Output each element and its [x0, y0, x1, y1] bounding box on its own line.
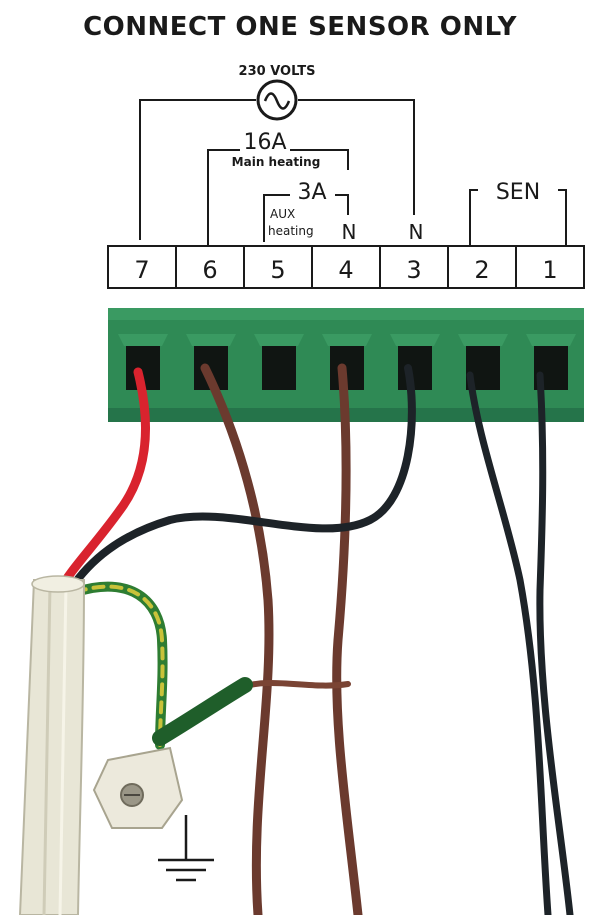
aux-heating-label-line2: heating: [268, 224, 314, 238]
aux-bracket-right: [335, 194, 349, 215]
brown-wire-terminal-4: [332, 363, 363, 915]
terminal-number-4: 4: [338, 256, 353, 284]
earth-sleeve: [152, 677, 253, 746]
sensor-wire-terminal-1: [536, 371, 574, 915]
red-wire-terminal-7: [55, 367, 150, 595]
aux-heating-label-line1: AUX: [270, 207, 295, 221]
earth-ground-icon: [158, 815, 214, 882]
main-heating-rating: 16A: [243, 130, 286, 155]
sensor-wire-terminal-2: [466, 371, 552, 915]
earth-connector-block: [92, 746, 184, 829]
live-supply-line: [139, 99, 256, 240]
main-heating-bracket-right: [290, 149, 349, 170]
page-title: CONNECT ONE SENSOR ONLY: [83, 12, 517, 42]
aux-bracket-left: [263, 194, 290, 242]
terminal-number-7: 7: [134, 256, 149, 284]
schematic-lines: [139, 99, 567, 248]
terminal-number-1: 1: [542, 256, 557, 284]
terminal-number-row: 7 6 5 4 3 2 1: [107, 245, 585, 289]
neutral-label-terminal-4: N: [342, 220, 357, 244]
terminal-number-6: 6: [202, 256, 217, 284]
earth-wire-yellow-stripe: [74, 584, 165, 747]
wires: [55, 363, 574, 915]
sensor-bracket-left: [469, 189, 478, 245]
sensor-label: SEN: [496, 180, 540, 205]
neutral-supply-line: [298, 99, 415, 215]
main-heating-bracket-left: [207, 149, 240, 248]
earth-wire-green: [71, 581, 168, 750]
terminal-number-3: 3: [406, 256, 421, 284]
supply-voltage-label: 230 VOLTS: [239, 64, 316, 79]
sensor-bracket-right: [558, 189, 567, 245]
terminal-number-2: 2: [474, 256, 489, 284]
cable-sheath: [18, 575, 86, 915]
terminal-number-5: 5: [270, 256, 285, 284]
neutral-label-terminal-3: N: [409, 220, 424, 244]
brown-link-wire: [237, 680, 351, 691]
main-heating-label: Main heating: [232, 155, 321, 169]
ac-source-icon: [256, 79, 298, 121]
black-wire-terminal-3: [66, 364, 416, 594]
aux-heating-rating: 3A: [297, 180, 326, 205]
brown-wire-terminal-6: [200, 363, 274, 915]
